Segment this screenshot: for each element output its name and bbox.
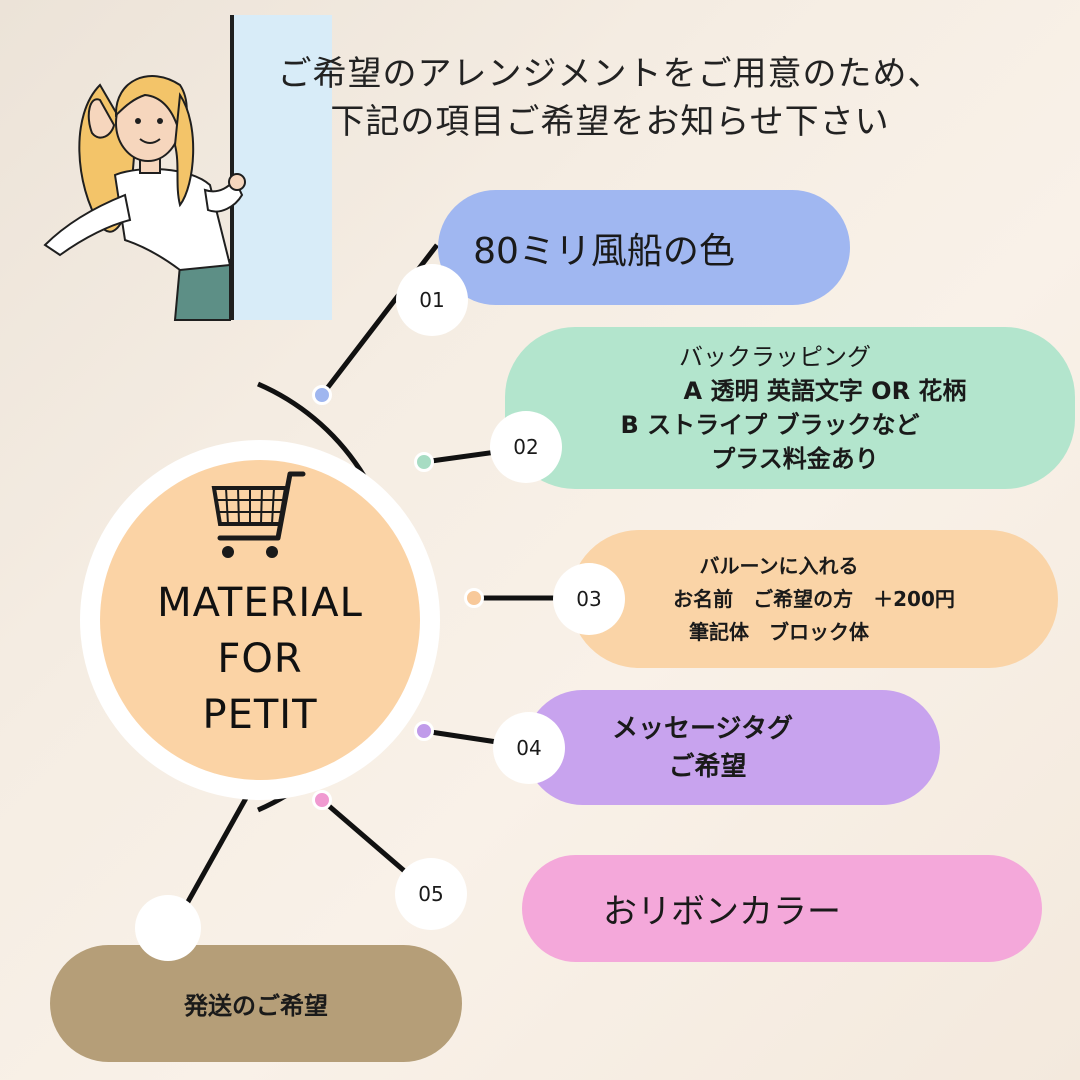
item-03-line-2: お名前 ご希望の方 ＋200円 <box>673 586 955 611</box>
brand-line-3: PETIT <box>202 692 318 738</box>
arc-dot-01 <box>312 385 332 405</box>
intro-line-2: 下記の項目ご希望をお知らせ下さい <box>330 102 890 142</box>
shipping-text: 発送のご希望 <box>184 992 328 1020</box>
item-02-line-3: B ストライプ ブラックなど <box>620 411 920 439</box>
shipping-connector-knob <box>135 895 201 961</box>
brand-line-1: MATERIAL <box>157 580 363 626</box>
item-02-line-4: プラス料金あり <box>711 445 879 473</box>
item-04-line-1: メッセージタグ <box>612 713 793 744</box>
item-05-number-badge: 05 <box>395 858 467 930</box>
brand-line-2: FOR <box>217 636 303 682</box>
item-02-number-badge: 02 <box>490 411 562 483</box>
item-02-line-2: A 透明 英語文字 OR 花柄 <box>683 377 967 405</box>
item-01-pill: 80ミリ風船の色 <box>438 190 850 305</box>
arc-dot-02 <box>414 452 434 472</box>
item-02-line-1: バックラッピング <box>679 343 871 371</box>
arc-dot-05 <box>312 790 332 810</box>
item-03-number-badge: 03 <box>553 563 625 635</box>
item-05-pill: おリボンカラー <box>522 855 1042 962</box>
door-illustration <box>230 15 332 320</box>
item-02-pill: バックラッピング A 透明 英語文字 OR 花柄 B ストライプ ブラックなど … <box>505 327 1075 489</box>
intro-text: ご希望のアレンジメントをご用意のため、 下記の項目ご希望をお知らせ下さい <box>250 50 970 146</box>
item-03-line-3: 筆記体 ブロック体 <box>689 619 869 644</box>
arc-dot-04 <box>414 721 434 741</box>
shopping-cart-icon <box>211 471 306 558</box>
item-03-pill: バルーンに入れる お名前 ご希望の方 ＋200円 筆記体 ブロック体 <box>570 530 1058 668</box>
intro-line-1: ご希望のアレンジメントをご用意のため、 <box>277 54 943 94</box>
arc-dot-03 <box>464 588 484 608</box>
brand-circle: MATERIAL FOR PETIT <box>100 460 420 780</box>
item-05-text: おリボンカラー <box>603 892 841 932</box>
item-04-number-badge: 04 <box>493 712 565 784</box>
item-04-line-2: ご希望 <box>668 751 747 782</box>
listening-woman-illustration <box>43 75 246 321</box>
brand-name: MATERIAL FOR PETIT <box>157 575 363 743</box>
item-03-line-1: バルーンに入れる <box>699 553 859 578</box>
item-01-number-badge: 01 <box>396 264 468 336</box>
shipping-pill: 発送のご希望 <box>50 945 462 1062</box>
item-04-pill: メッセージタグ ご希望 <box>525 690 940 805</box>
item-01-text: 80ミリ風船の色 <box>473 230 735 272</box>
